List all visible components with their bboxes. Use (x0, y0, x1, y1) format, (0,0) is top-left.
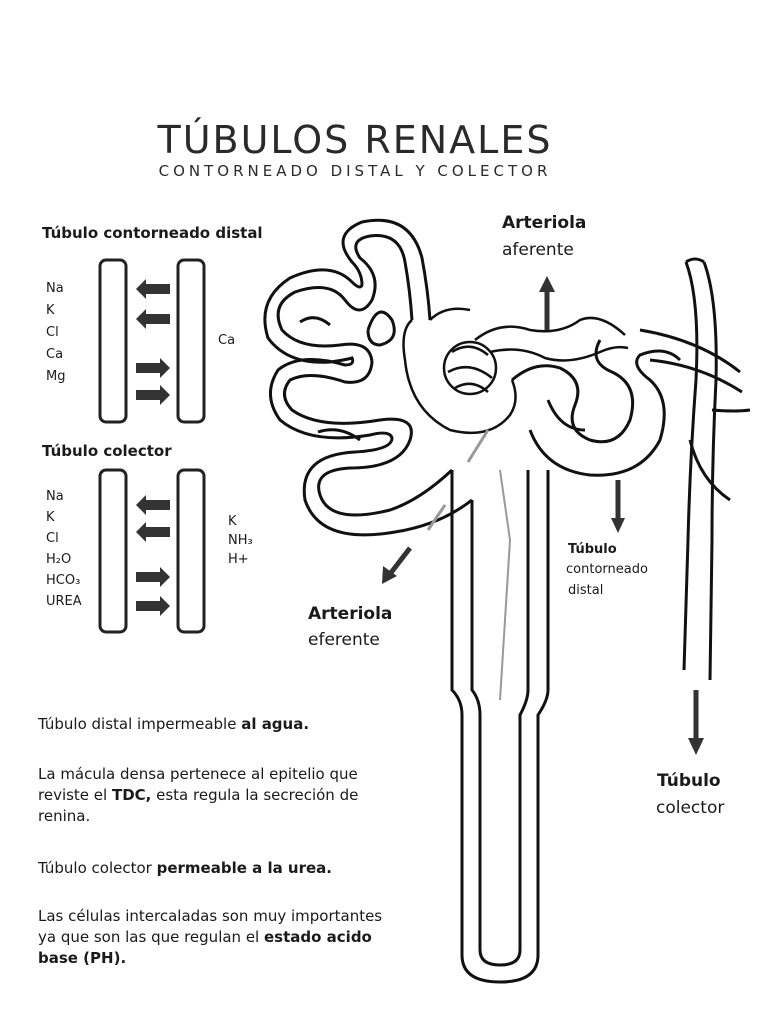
collector-label-bold: Túbulo (657, 771, 721, 791)
page-title: TÚBULOS RENALES (157, 118, 553, 162)
collector-heading: Túbulo colector (42, 442, 172, 460)
arrow-down-left-icon (388, 546, 412, 576)
membrane-bar-left (98, 468, 128, 634)
distal-left-ions: Na K Cl Ca Mg (46, 278, 65, 388)
ion-label: UREA (46, 594, 82, 609)
right-convolutions (511, 328, 743, 477)
tcd-label-bold: Túbulo (568, 542, 617, 557)
distal-right-ion: Ca (218, 333, 236, 348)
distal-heading: Túbulo contorneado distal (42, 224, 263, 242)
arrow-left-icon (136, 522, 170, 542)
arrow-right-icon (136, 358, 170, 378)
glomerulus (402, 307, 629, 435)
tcd-label-2: distal (568, 583, 604, 598)
note-3: Túbulo colector permeable a la urea. (38, 859, 333, 877)
tcd-label-1: contorneado (566, 562, 648, 577)
label-arrows (382, 276, 704, 755)
afferent-label-bold: Arteriola (502, 213, 587, 233)
arrow-left-icon (136, 279, 170, 299)
ion-label: H+ (228, 552, 249, 567)
ion-label: K (46, 303, 55, 318)
efferent-label-bold: Arteriola (308, 604, 393, 624)
light-arrows (426, 429, 490, 531)
collector-right-ions: K NH₃ H+ (228, 512, 253, 569)
note-1: Túbulo distal impermeable al agua. (38, 715, 310, 733)
arrow-right-icon (136, 596, 170, 616)
arrow-right-icon (136, 385, 170, 405)
ion-label: Ca (46, 347, 64, 362)
collector-left-ions: Na K Cl H₂O HCO₃ UREA (46, 486, 82, 612)
note-4: Las células intercaladas son muy importa… (38, 907, 383, 967)
ion-label: NH₃ (228, 533, 253, 548)
membrane-bar-right (176, 258, 206, 424)
ion-label: Na (46, 489, 64, 504)
arrow-left-icon (136, 309, 170, 329)
ion-label: Mg (46, 369, 66, 384)
ion-label: Na (46, 281, 64, 296)
collector-transport-arrows (136, 495, 170, 616)
arrow-right-icon (136, 567, 170, 587)
distal-transport-arrows (136, 279, 170, 405)
efferent-label: eferente (308, 630, 380, 650)
note-2: La mácula densa pertenece al epitelio qu… (38, 765, 359, 825)
ion-label: Cl (46, 325, 59, 340)
distal-convoluted-tubule (263, 218, 473, 537)
loop-shading (499, 469, 512, 701)
arrow-left-icon (136, 495, 170, 515)
ion-label: K (46, 510, 55, 525)
collecting-tubule (682, 257, 751, 681)
ion-label: Cl (46, 531, 59, 546)
membrane-bar-right (176, 468, 206, 634)
afferent-label: aferente (502, 240, 574, 260)
ion-label: H₂O (46, 552, 72, 567)
collector-label: colector (656, 798, 725, 818)
page-subtitle: CONTORNEADO DISTAL Y COLECTOR (158, 162, 552, 180)
loop-of-henle (450, 470, 550, 984)
ion-label: K (228, 514, 237, 529)
ion-label: HCO₃ (46, 573, 81, 588)
membrane-bar-left (98, 258, 128, 424)
